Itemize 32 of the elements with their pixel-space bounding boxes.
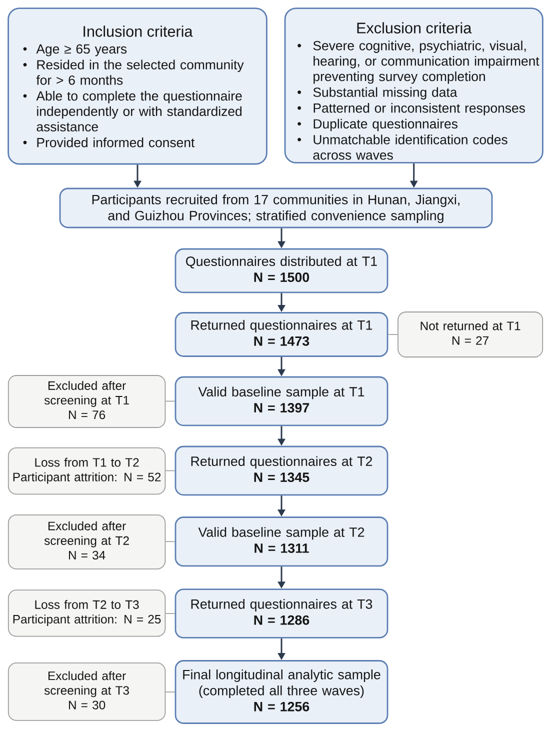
process-box: Returned questionnaires at T1 N = 1473 [174, 312, 388, 357]
criteria-box [284, 8, 544, 164]
process-box: Valid baseline sample at T1 N = 1397 [174, 376, 388, 426]
list-item: Substantial missing data [313, 87, 458, 100]
list-item: Able to complete the questionnaire independently or with standardized assistance [36, 90, 242, 132]
connector-line [165, 541, 176, 542]
note-box: Loss from T2 to T3 Participant attrition: N = 25 [8, 590, 166, 637]
note-box: Not returned at T1 N = 27 [398, 312, 544, 358]
note-box: Excluded after screening at T1 N = 76 [8, 375, 166, 428]
note-box: Excluded after screening at T2 N = 34 [8, 514, 166, 570]
note-box: Excluded after screening at T3 N = 30 [8, 662, 166, 721]
list-item: Patterned or inconsistent responses [314, 103, 525, 116]
list-item: Resided in the selected community for > 6 months [36, 60, 244, 85]
list-item: Provided informed consent [37, 138, 195, 148]
connector-line [165, 613, 176, 614]
box-heading: Exclusion criteria [357, 22, 472, 34]
process-box: Valid baseline sample at T2 N = 1311 [174, 516, 388, 567]
process-box: Returned questionnaires at T2 N = 1345 [174, 446, 388, 496]
list-item: Unmatchable identification codes across waves [313, 134, 508, 160]
list-item: Age ≥ 65 years [36, 44, 127, 56]
note-box: Loss from T1 to T2 Participant attrition: N = 52 [8, 447, 166, 495]
criteria-box [8, 8, 268, 165]
process-box: Questionnaires distributed at T1 N = 1500 [174, 248, 388, 294]
connector-line [388, 334, 398, 335]
box-heading: Inclusion criteria [84, 26, 193, 37]
process-box: Final longitudinal analytic sample (completed all three waves) N = 1256 [174, 660, 388, 724]
process-box: Participants recruited from 17 communities in Hunan, Jiangxi, and Guizhou Provinces; stratified convenience sampling [59, 188, 493, 228]
connector-line [165, 400, 176, 402]
process-box: Returned questionnaires at T3 N = 1286 [174, 588, 388, 638]
list-item: Severe cognitive, psychiatric, visual, hearing, or communication impairment preventing survey completion [313, 40, 540, 84]
list-item: Duplicate questionnaires [314, 118, 458, 132]
connector-line [165, 470, 176, 472]
